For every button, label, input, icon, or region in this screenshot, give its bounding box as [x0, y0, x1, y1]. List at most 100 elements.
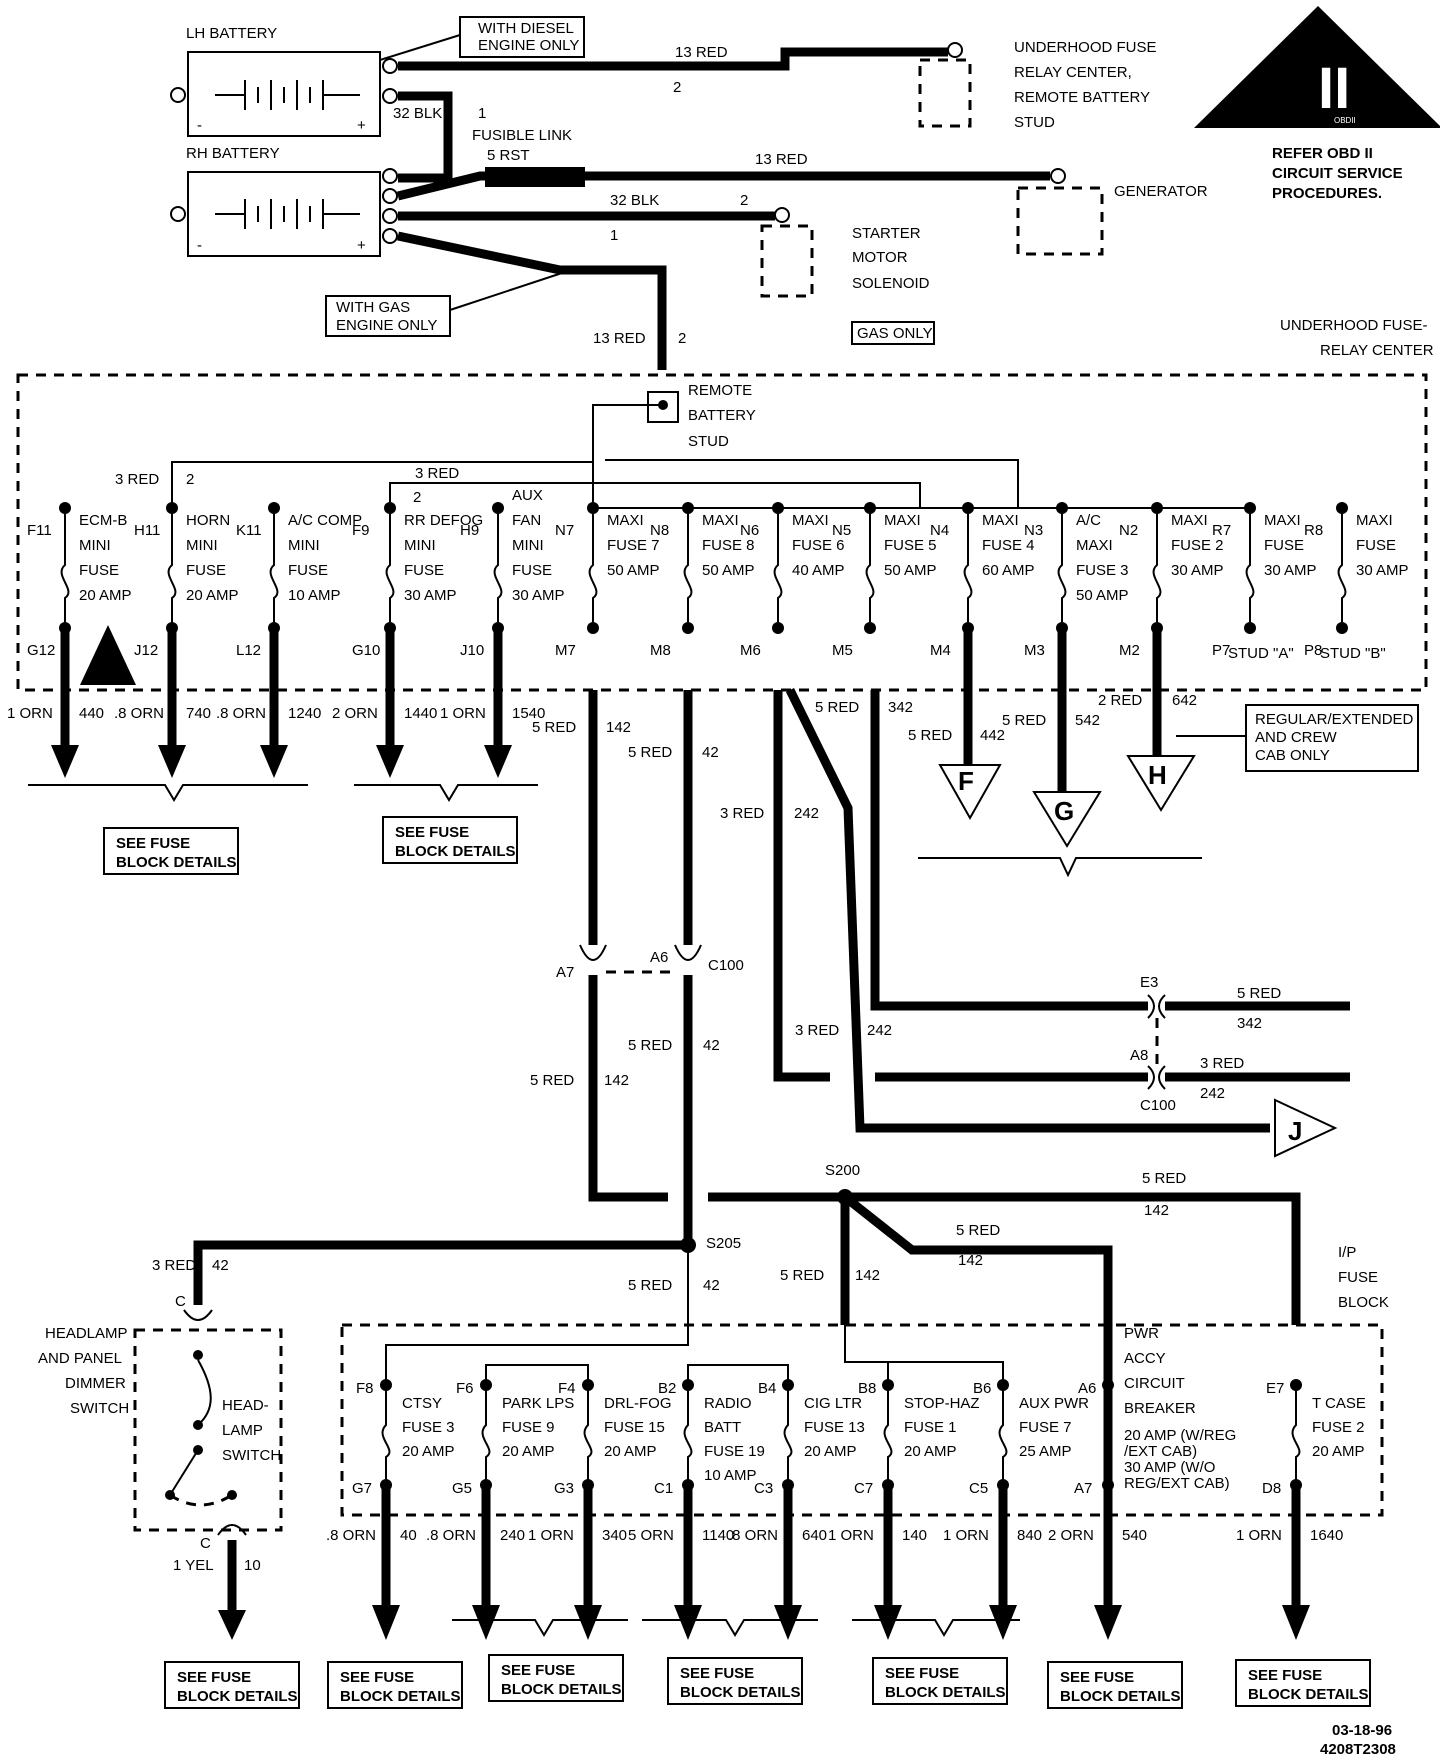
fuse-text: MAXI: [1171, 512, 1208, 529]
fuse-pin-bottom: J12: [134, 642, 158, 659]
output-color: .8 ORN: [216, 705, 266, 722]
svg-text:1 YEL: 1 YEL: [173, 1557, 214, 1574]
fuse-pin-top: R7: [1212, 522, 1231, 539]
ip-fuse-text: BREAKER: [1124, 1400, 1196, 1417]
svg-text:UNDERHOOD FUSE: UNDERHOOD FUSE: [1014, 39, 1157, 56]
ip-pin-top: A6: [1078, 1380, 1096, 1397]
triangle-f: F: [938, 764, 1002, 821]
fusible-link-size: 5 RST: [487, 147, 530, 164]
rh-battery: RH BATTERY - +: [170, 145, 398, 257]
svg-text:II: II: [1318, 56, 1350, 121]
svg-text:C: C: [200, 1535, 211, 1552]
ip-pin-bottom: C5: [969, 1480, 988, 1497]
ip-output-color: 2 ORN: [1048, 1527, 1094, 1544]
lh-battery: LH BATTERY - +: [170, 25, 398, 137]
output-color: 2 ORN: [332, 705, 378, 722]
see-fuse-line1: SEE FUSE: [1248, 1667, 1322, 1684]
fuse-pin-top: N8: [650, 522, 669, 539]
ip-fuse-text: 10 AMP: [704, 1467, 757, 1484]
ip-fuse-block-box: [340, 1323, 1384, 1517]
svg-text:REGULAR/EXTENDED: REGULAR/EXTENDED: [1255, 711, 1414, 728]
ip-output-color: 1 ORN: [828, 1527, 874, 1544]
svg-text:A8: A8: [1130, 1047, 1148, 1064]
fuse-text: FUSE 2: [1171, 537, 1224, 554]
svg-text:H: H: [1148, 760, 1167, 790]
fuse-pin-bottom: G12: [27, 642, 55, 659]
svg-text:442: 442: [980, 727, 1005, 744]
ip-output-2: 1 ORN 340: [528, 1485, 627, 1640]
svg-text:5 RED: 5 RED: [1142, 1170, 1186, 1187]
svg-text:5 RED: 5 RED: [628, 1277, 672, 1294]
underhood-center-label-1: UNDERHOOD FUSE-: [1280, 317, 1428, 334]
fuse-pin-bottom: M6: [740, 642, 761, 659]
wire-circuit-1: 1: [478, 105, 486, 122]
fuse-text: MAXI: [884, 512, 921, 529]
footer-date: 03-18-96: [1332, 1722, 1392, 1739]
ip-output-circuit: 340: [602, 1527, 627, 1544]
fuse-pin-top: N6: [740, 522, 759, 539]
svg-text:OBDII: OBDII: [1334, 116, 1356, 125]
generator-box: [1016, 186, 1104, 256]
ip-fuse-text: AUX PWR: [1019, 1395, 1089, 1412]
fuse-pin-bottom: J10: [460, 642, 484, 659]
wire-label-13red-stud: 13 RED: [593, 330, 646, 347]
see-fuse-line2: BLOCK DETAILS: [177, 1688, 298, 1705]
feed-3red-b: 3 RED: [415, 465, 459, 482]
fuse-text: MINI: [404, 537, 436, 554]
see-fuse-line2: BLOCK DETAILS: [1248, 1686, 1369, 1703]
ip-fuse-text: 30 AMP (W/O: [1124, 1459, 1215, 1476]
svg-text:3 RED: 3 RED: [1200, 1055, 1244, 1072]
svg-text:342: 342: [888, 699, 913, 716]
ip-output-color: 1 ORN: [528, 1527, 574, 1544]
fuse-text: A/C: [1076, 512, 1101, 529]
svg-text:342: 342: [1237, 1015, 1262, 1032]
svg-text:DIMMER: DIMMER: [65, 1375, 126, 1392]
output-circuit: 1240: [288, 705, 321, 722]
ip-fuse-text: 25 AMP: [1019, 1443, 1072, 1460]
svg-text:LAMP: LAMP: [222, 1422, 263, 1439]
fuse-pin-bottom: M7: [555, 642, 576, 659]
ip-pin-bottom: G7: [352, 1480, 372, 1497]
ip-pin-bottom: C1: [654, 1480, 673, 1497]
fuse-pin-bottom: M2: [1119, 642, 1140, 659]
fuse-text: FUSE 3: [1076, 562, 1129, 579]
fuse-pin-bottom: M5: [832, 642, 853, 659]
fuse-text: 20 AMP: [79, 587, 132, 604]
fuse-text: RR DEFOG: [404, 512, 483, 529]
ip-fuse-text: STOP-HAZ: [904, 1395, 980, 1412]
fuse-text: 10 AMP: [288, 587, 341, 604]
fuse-text: MAXI: [1264, 512, 1301, 529]
mid-wire-labels: 5 RED 342 3 RED 242 3 RED 242 5 RED 42 5…: [152, 985, 1281, 1294]
fuse-pin-top: N5: [832, 522, 851, 539]
ip-fuse-text: REG/EXT CAB): [1124, 1475, 1230, 1492]
ip-fuse-text: 20 AMP (W/REG: [1124, 1427, 1236, 1444]
svg-text:5 RED: 5 RED: [815, 699, 859, 716]
fuse-text: FUSE 8: [702, 537, 755, 554]
obd-triangle-icon: II OBDII: [1194, 6, 1440, 128]
svg-text:5 RED: 5 RED: [908, 727, 952, 744]
underhood-output-2: .8 ORN 1240: [216, 628, 321, 778]
rh-plus: +: [357, 237, 366, 254]
svg-text:2 RED: 2 RED: [1098, 692, 1142, 709]
ip-bus: [385, 1325, 1004, 1385]
fuse-text: 40 AMP: [792, 562, 845, 579]
see-fuse-line1: SEE FUSE: [680, 1665, 754, 1682]
ip-pin-top: F8: [356, 1380, 374, 1397]
fuse-text: 50 AMP: [1076, 587, 1129, 604]
svg-text:G: G: [1054, 796, 1074, 826]
ip-pin-top: E7: [1266, 1380, 1284, 1397]
output-circuit: 740: [186, 705, 211, 722]
see-fuse-block-details-8: SEE FUSE BLOCK DETAILS: [1235, 1659, 1371, 1707]
ip-output-circuit: 240: [500, 1527, 525, 1544]
